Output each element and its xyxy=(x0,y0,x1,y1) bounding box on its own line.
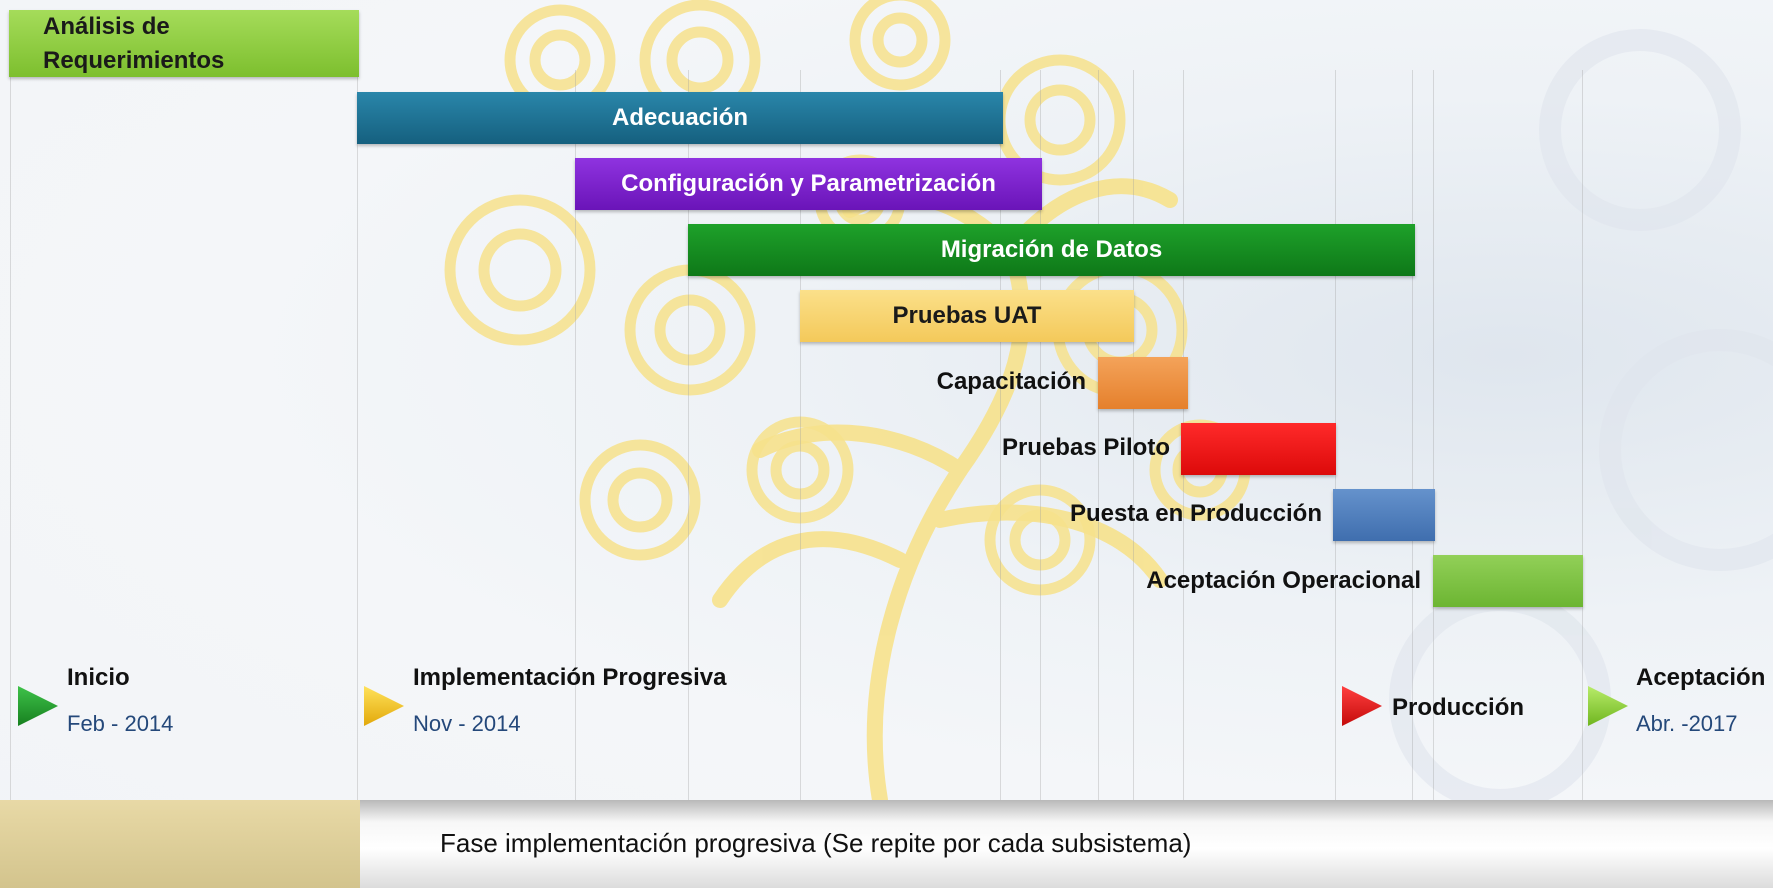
footer-text: Fase implementación progresiva (Se repit… xyxy=(440,828,1192,858)
milestone-produccion-title: Producción xyxy=(1392,694,1525,721)
lime-flag-icon xyxy=(1588,686,1628,726)
guide-line xyxy=(1098,70,1099,800)
phase-migracion-bar: Migración de Datos xyxy=(688,224,1415,276)
phase-migracion-label: Migración de Datos xyxy=(940,236,1163,263)
phase-produccion-bar xyxy=(1333,489,1435,541)
yellow-flag-icon xyxy=(364,686,404,726)
guide-line xyxy=(575,70,576,800)
guide-line xyxy=(1040,70,1041,800)
guide-line xyxy=(357,70,358,800)
phase-adecuacion-label: Adecuación xyxy=(611,104,749,131)
phase-uat-bar: Pruebas UAT xyxy=(800,290,1134,342)
phase-piloto-bar xyxy=(1181,423,1336,475)
milestone-implementacion-date: Nov - 2014 xyxy=(413,711,521,736)
milestone-aceptacion-date: Abr. -2017 xyxy=(1636,711,1738,736)
guide-line xyxy=(1582,70,1583,800)
phase-capacitacion-label: Capacitación xyxy=(936,368,1086,395)
milestone-inicio-title: Inicio xyxy=(67,664,130,691)
phase-configuracion-bar: Configuración y Parametrización xyxy=(575,158,1042,210)
guide-line xyxy=(1412,70,1413,800)
guide-line xyxy=(1133,70,1134,800)
phase-capacitacion-bar xyxy=(1098,357,1188,409)
milestone-implementacion-title: Implementación Progresiva xyxy=(413,664,727,691)
milestone-aceptacion-title: Aceptación xyxy=(1636,664,1766,691)
guide-line xyxy=(800,70,801,800)
footer-right-block xyxy=(360,800,1773,888)
guide-line xyxy=(1000,70,1001,800)
phase-analisis-label: Análisis de Requerimientos xyxy=(43,12,225,74)
phase-analisis-bar: Análisis de Requerimientos xyxy=(9,10,359,77)
phase-produccion-label: Puesta en Producción xyxy=(1069,500,1322,527)
phase-adecuacion-bar: Adecuación xyxy=(357,92,1003,144)
phase-aceptacion-op-bar xyxy=(1433,555,1583,607)
milestone-inicio-date: Feb - 2014 xyxy=(67,711,174,736)
guide-line xyxy=(10,70,11,800)
phase-uat-label: Pruebas UAT xyxy=(892,302,1042,329)
red-flag-icon xyxy=(1342,686,1382,726)
footer-left-block xyxy=(0,800,360,888)
phase-piloto-label: Pruebas Piloto xyxy=(1001,434,1170,461)
phase-configuracion-label: Configuración y Parametrización xyxy=(621,170,996,197)
guide-line xyxy=(1433,70,1434,800)
phase-aceptacion-op-label: Aceptación Operacional xyxy=(1146,567,1421,594)
footer-band: Fase implementación progresiva (Se repit… xyxy=(0,800,1773,888)
guide-line xyxy=(688,70,689,800)
green-flag-icon xyxy=(18,686,58,726)
